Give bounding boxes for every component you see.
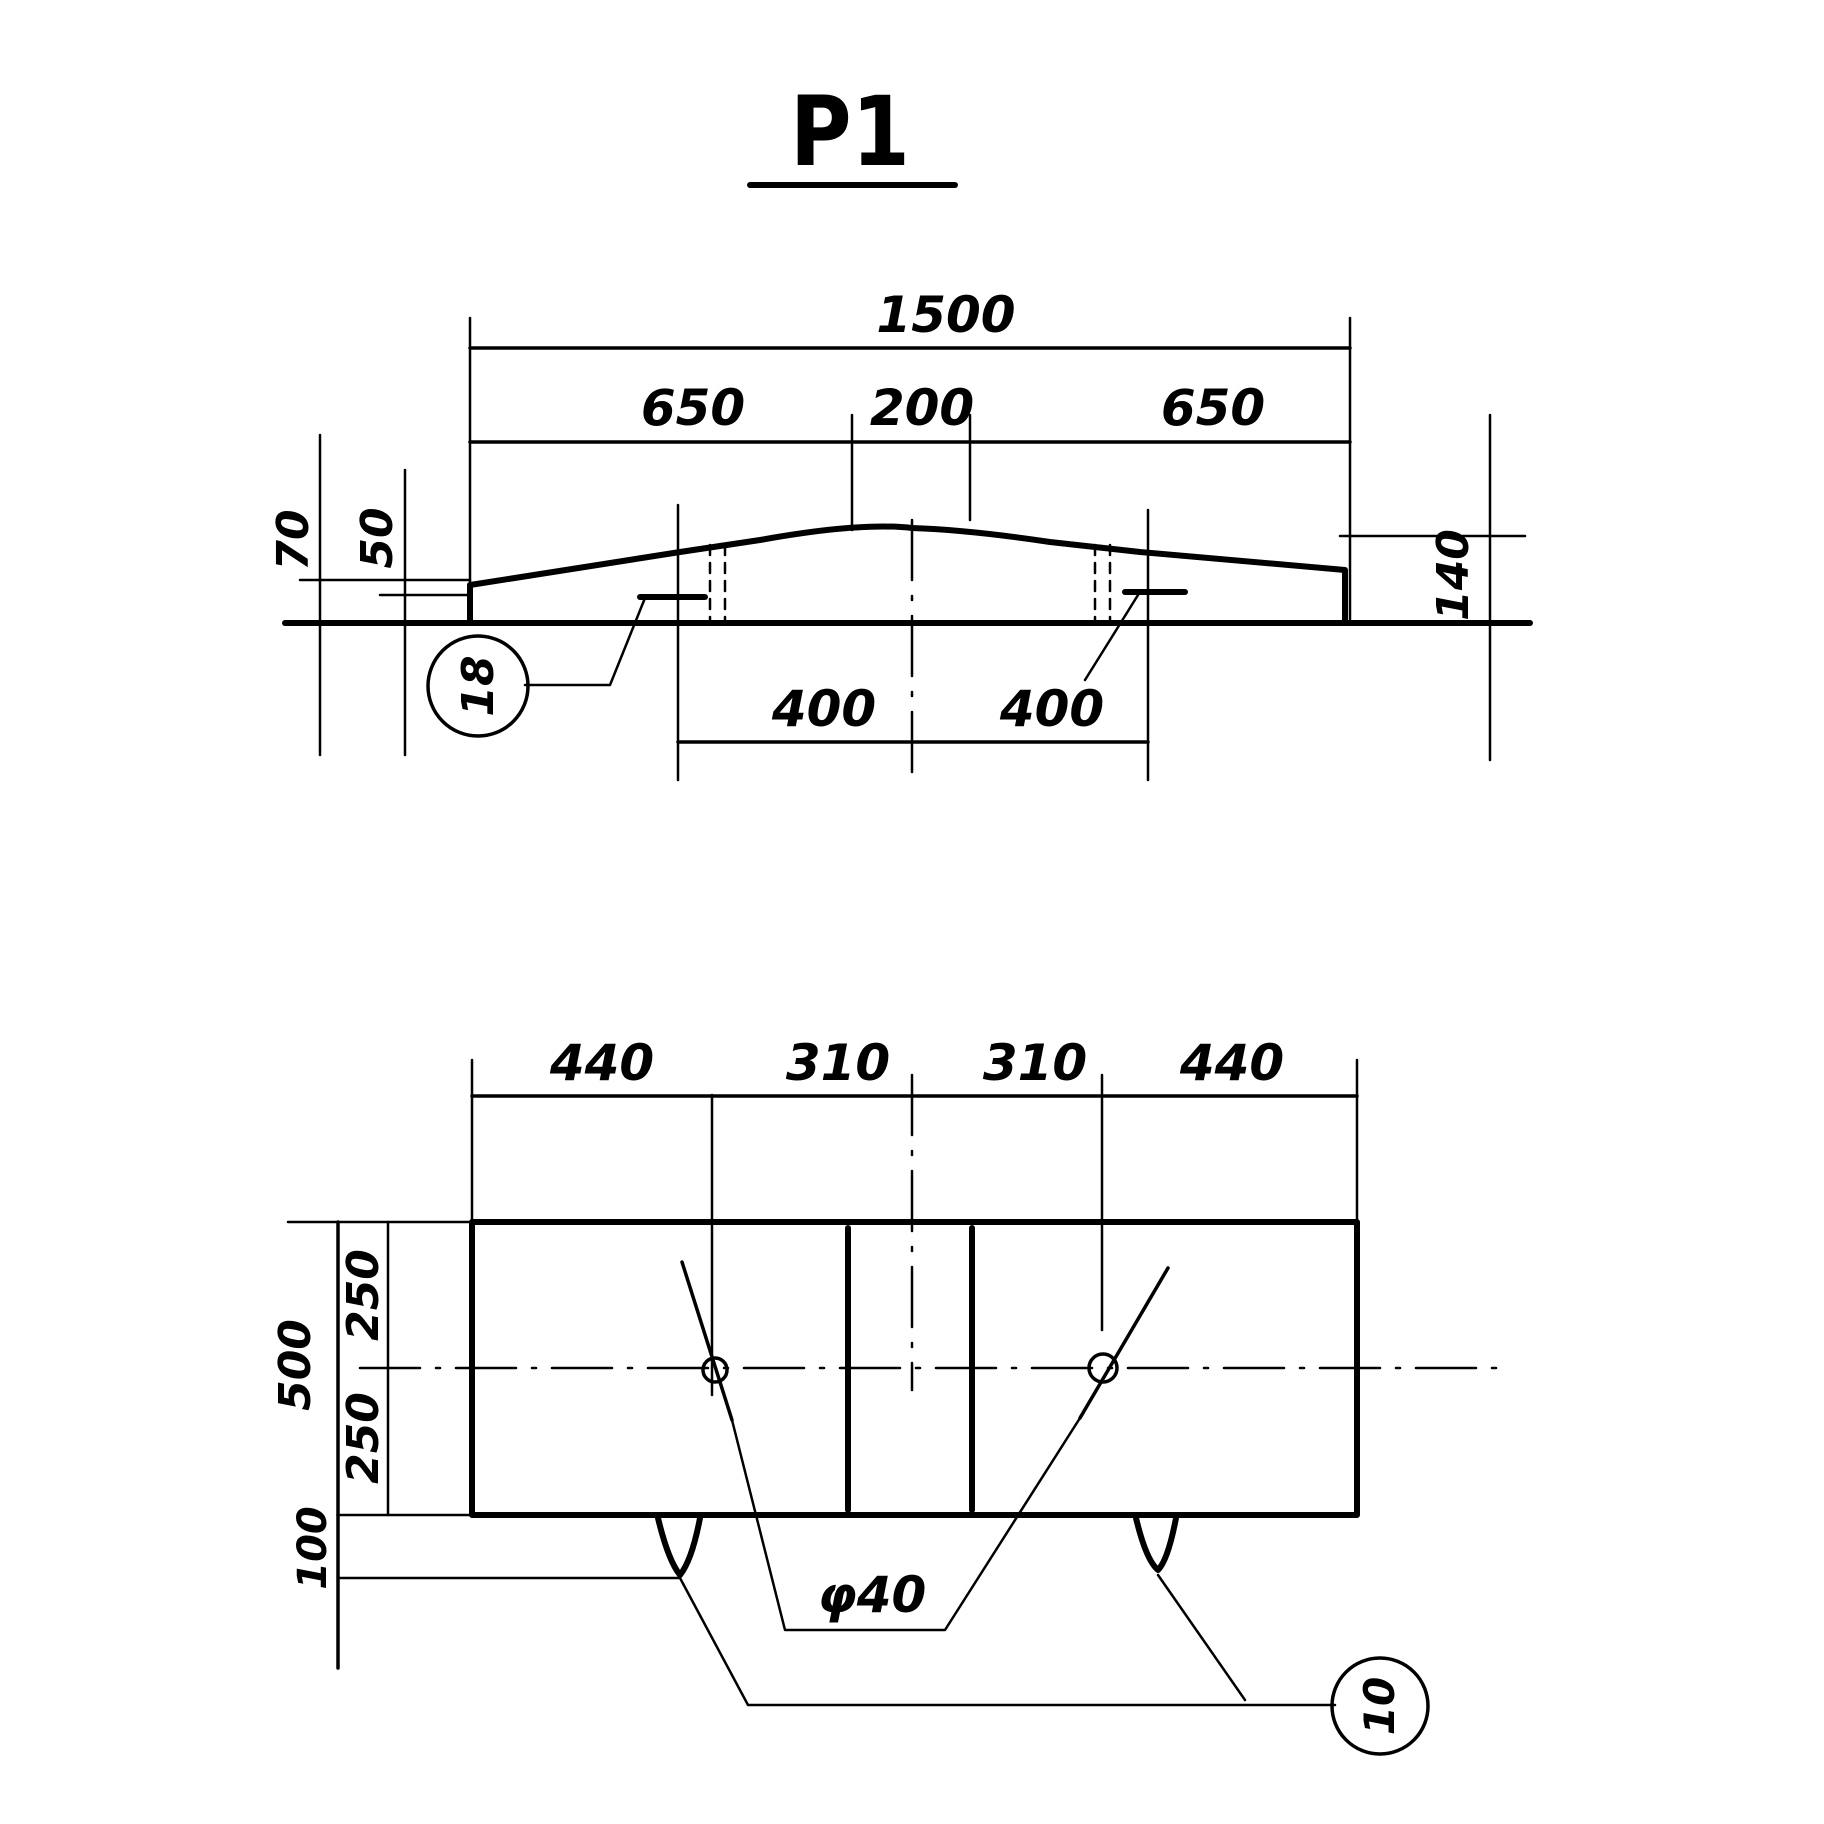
plan-half-width-bottom-label: 250	[338, 1392, 389, 1484]
elevation-profile	[467, 523, 1348, 625]
bottom-right-spacing-label: 400	[999, 680, 1104, 738]
right-lug	[1133, 1515, 1179, 1573]
drawing-title: P1	[790, 76, 910, 188]
hole-diameter-label: φ40	[818, 1566, 927, 1624]
plan-segment-3-label: 310	[983, 1034, 1087, 1092]
height-140-label: 140	[1428, 529, 1479, 621]
middle-segment-label: 200	[870, 379, 974, 437]
elevation-view	[282, 316, 1533, 787]
plan-segment-4-label: 440	[1179, 1034, 1284, 1092]
height-70-label: 70	[268, 509, 319, 570]
bottom-left-spacing-label: 400	[771, 680, 876, 738]
height-50-label: 50	[352, 507, 403, 568]
left-hole	[701, 1356, 729, 1384]
left-segment-label: 650	[641, 379, 745, 437]
plan-width-500-label: 500	[270, 1319, 321, 1411]
right-segment-label: 650	[1161, 379, 1265, 437]
left-lug	[655, 1515, 703, 1578]
plan-segment-2-label: 310	[786, 1034, 890, 1092]
plan-lug-100-label: 100	[290, 1506, 336, 1590]
plan-view	[286, 1058, 1507, 1756]
plan-callout-label: 10	[1355, 1677, 1404, 1735]
plan-segment-1-label: 440	[549, 1034, 654, 1092]
plan-callout-circle	[1330, 1656, 1430, 1756]
elevation-callout-label: 18	[453, 655, 504, 716]
elevation-callout-circle	[426, 634, 530, 738]
plan-half-width-top-label: 250	[338, 1249, 389, 1341]
overall-length-label: 1500	[876, 286, 1015, 344]
